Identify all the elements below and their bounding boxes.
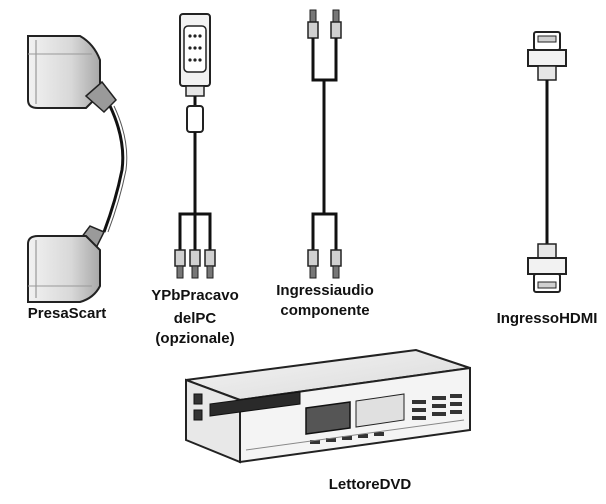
- label-audio-line1: Ingressiaudio: [276, 282, 374, 299]
- hdmi-connector-bottom: [527, 243, 567, 293]
- label-ypbpr-line2: delPC: [173, 310, 217, 327]
- hdmi-cable: [527, 31, 567, 293]
- ferrite-core: [186, 105, 204, 133]
- display-panel: [305, 401, 351, 435]
- audio-cable: [307, 9, 342, 279]
- disc-tray: [209, 391, 301, 417]
- scart-cable: [27, 35, 128, 303]
- label-ingresso-hdmi: IngressoHDMI: [496, 310, 598, 327]
- label-presa-scart: PresaScart: [27, 305, 107, 322]
- rca-plugs-audio-top: [307, 9, 342, 39]
- scart-plug-bottom: [27, 225, 106, 303]
- rca-plugs-audio-bottom: [307, 249, 342, 279]
- label-lettore-dvd: LettoreDVD: [328, 476, 412, 493]
- vga-connector: [179, 13, 211, 97]
- label-ypbpr-line1: YPbPracavo: [151, 287, 239, 304]
- hdmi-connector-top: [527, 31, 567, 81]
- ypbpr-cable: [174, 13, 216, 279]
- label-ypbpr-line3: (opzionale): [155, 330, 235, 347]
- dvd-player: [185, 348, 471, 464]
- rca-plugs-ypbpr: [174, 249, 216, 279]
- scart-plug-top: [27, 35, 117, 114]
- label-audio-line2: componente: [280, 302, 370, 319]
- front-buttons: [310, 394, 462, 444]
